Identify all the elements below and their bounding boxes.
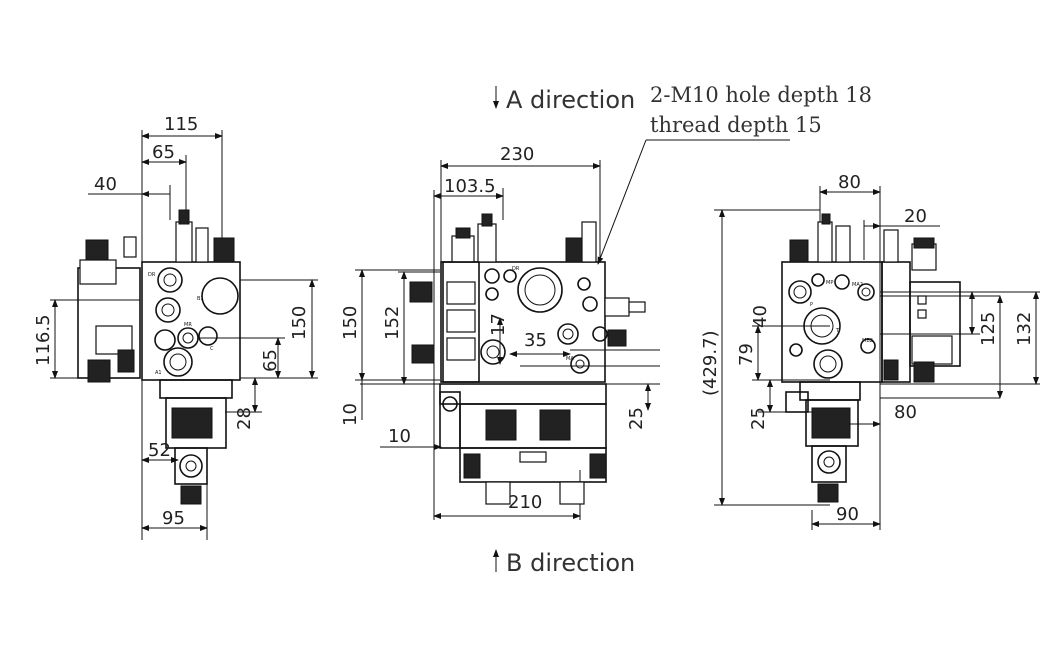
dim-17: 17 (488, 313, 509, 336)
port-label-p: P (810, 302, 813, 308)
dim-20: 20 (904, 206, 927, 227)
center-view: A direction B direction 2-M10 hole depth… (340, 83, 872, 577)
dim-40-right: 40 (750, 305, 771, 328)
note-line-2: thread depth 15 (650, 113, 822, 137)
port-label-ma2: MA2 (852, 282, 863, 288)
port-label-b1: B1 (197, 296, 204, 302)
dim-79: 79 (736, 343, 757, 366)
dim-150: 150 (289, 306, 310, 340)
port-label-t: T (835, 328, 840, 334)
left-view: DR B1 A1 MR C 115 65 40 116.5 150 65 28 … (33, 114, 318, 540)
port-label-dr-center: DR (512, 266, 520, 272)
dim-80-top: 80 (838, 172, 861, 193)
dim-35: 35 (524, 330, 547, 351)
dim-80-lower: 80 (894, 402, 917, 423)
dim-52: 52 (148, 440, 171, 461)
a-direction-label: A direction (506, 86, 635, 114)
port-label-c: C (210, 346, 214, 352)
dim-10-vertical: 10 (340, 403, 361, 426)
port-label-mr: MR (184, 322, 192, 328)
port-label-mb2: MB2 (862, 338, 873, 344)
dim-115: 115 (164, 114, 198, 135)
dim-10-horizontal: 10 (388, 426, 411, 447)
right-view: MP MA2 MB2 T P 80 20 (429.7) 79 40 125 1… (700, 172, 1040, 530)
dim-65: 65 (152, 142, 175, 163)
dim-65-vertical: 65 (260, 349, 281, 372)
b-direction-label: B direction (506, 549, 635, 577)
dim-90: 90 (836, 504, 859, 525)
dim-125: 125 (978, 312, 999, 346)
dim-429-7: (429.7) (700, 330, 721, 396)
dim-95: 95 (162, 508, 185, 529)
dim-25-center: 25 (626, 407, 647, 430)
dim-132: 132 (1014, 312, 1035, 346)
port-label-dr: DR (148, 272, 156, 278)
dim-25-right: 25 (748, 407, 769, 430)
dim-152: 152 (382, 306, 403, 340)
dim-230: 230 (500, 144, 534, 165)
dim-40: 40 (94, 174, 117, 195)
port-label-a1: A1 (155, 370, 162, 376)
note-line-1: 2-M10 hole depth 18 (650, 83, 872, 107)
dim-150-center: 150 (340, 306, 361, 340)
dim-28: 28 (234, 407, 255, 430)
dim-210: 210 (508, 492, 542, 513)
dim-116-5: 116.5 (33, 314, 54, 366)
dim-103-5: 103.5 (444, 176, 496, 197)
port-label-ma: MA (566, 356, 574, 362)
port-label-mp: MP (826, 280, 833, 286)
